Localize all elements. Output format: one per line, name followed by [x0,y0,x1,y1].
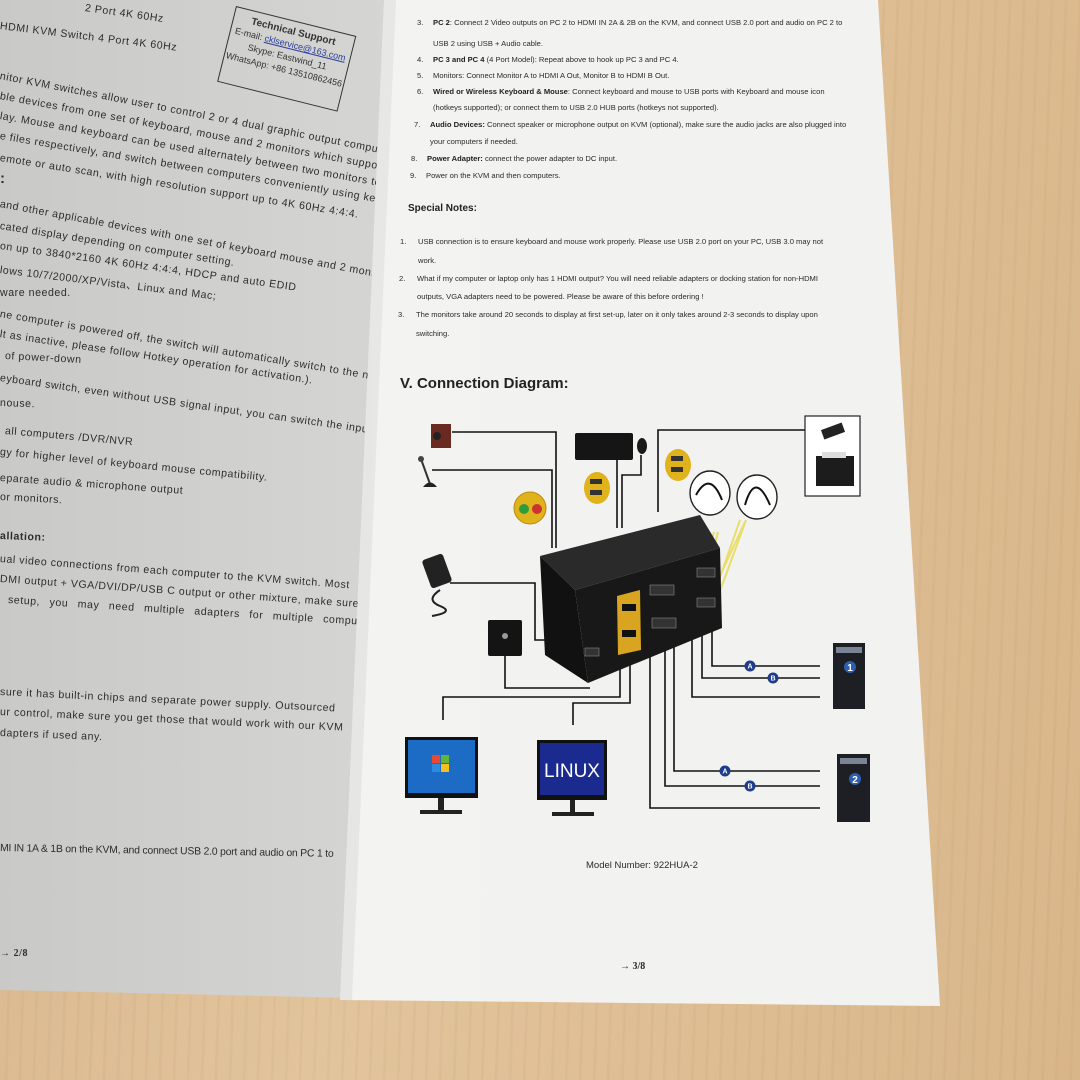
pc-1-tower: 1 [833,643,865,709]
cable-a-label: A [747,664,752,671]
pc1-cable-a [711,630,820,667]
hdmi-cable-icon [736,474,778,520]
step-label: PC 2 [433,18,450,27]
connection-diagram-heading: V. Connection Diagram: [400,375,569,392]
remote-cable [504,655,590,689]
cable-a-label: A [722,769,727,776]
cable-a-badge [744,660,756,672]
usb-audio-cable-icon [689,470,731,516]
mouse-cable [621,455,642,528]
cable-a-badge [719,765,731,777]
special-notes-heading: Special Notes: [408,203,477,214]
text-line: dapters if used any. [0,727,103,744]
speaker-cone [433,432,441,440]
microphone-icon [418,456,437,487]
pc2-usb-audio-cable [649,645,820,809]
printer-icon [816,456,854,486]
step-number: 6. [417,87,424,96]
mouse-icon [637,438,647,454]
text-line: 2 Port 4K 60Hz [84,2,165,26]
pc2-cable-a [673,640,820,772]
monitor-b-cable [572,665,631,725]
cable-b-badge [744,780,756,792]
cable-b-label: B [770,676,775,683]
step-text: (4 Port Model): Repeat above to hook up … [484,55,679,64]
pc-2-label: 2 [852,775,858,786]
step-number: 4. [417,55,424,64]
text-line: MI IN 1A & 1B on the KVM, and connect US… [0,843,334,860]
text-line: all computers /DVR/NVR [4,425,134,449]
usb-port-icon [665,449,691,481]
step-number: 3. [417,18,424,27]
text-line: HDMI KVM Switch 4 Port 4K 60Hz [0,20,178,54]
step-text: connect the power adapter to DC input. [482,154,618,163]
microphone-cable [432,469,553,548]
step-number: 9. [410,171,417,180]
note-number: 2. [399,274,406,283]
step-number: 5. [417,71,424,80]
step-number: 8. [411,154,418,163]
step-3-continued: USB 2 using USB + Audio cable. [433,39,543,48]
section-heading-fragment: allation: [0,530,46,544]
pc1-usb-audio-cable [691,635,820,698]
text-line: nouse. [0,397,36,411]
linux-label: LINUX [544,761,600,782]
page-number: → 3/8 [620,961,646,972]
step-label: Audio Devices: [430,120,485,129]
note-text: What if my computer or laptop only has 1… [417,274,818,283]
step-label: Power Adapter: [427,154,483,163]
pc2-cable-b [664,640,820,787]
pc-2-tower: 2 [837,754,870,822]
cable-b-label: B [747,784,752,791]
note-3-continued: switching. [416,329,450,338]
text-line: or monitors. [0,491,63,507]
pc-1-label: 1 [847,663,853,674]
usb-device-cable [657,429,805,512]
page-number: → 2/8 [0,948,29,959]
step-text: Connect speaker or microphone output on … [484,120,847,129]
step-number: 7. [414,120,421,129]
step-text: : Connect keyboard and mouse to USB port… [567,87,825,96]
usb-hub-port-icon [584,472,610,504]
remote-button-icon [502,633,508,639]
monitor-a-windows [405,737,478,814]
pc1-cable-b [701,632,820,679]
power-adapter-icon [422,553,452,617]
usb-devices-box [804,415,861,497]
step-label: Wired or Wireless Keyboard & Mouse [433,87,568,96]
text-line: ware needed. [0,287,71,299]
usb-flash-drive-icon [820,422,846,440]
step-text: : Connect 2 Video outputs on PC 2 to HDM… [449,18,843,27]
monitor-a-cable [442,665,621,720]
kvm-switch-illustration [540,515,722,683]
text-line: of power-down [4,350,82,367]
text-line: eyboard switch, even without USB signal … [0,372,373,437]
note-text: USB connection is to ensure keyboard and… [418,237,824,246]
step-6-continued: (hotkeys supported); or connect them to … [433,103,719,112]
note-2-continued: outputs, VGA adapters need to be powered… [417,292,704,301]
note-1-continued: work. [418,256,437,265]
step-label: PC 3 and PC 4 [433,55,485,64]
note-number: 1. [400,237,407,246]
audio-jack-icon [513,491,547,525]
monitor-b-linux: LINUX [537,740,607,816]
cable-b-badge [767,672,779,684]
step-7-continued: your computers if needed. [430,137,518,146]
section-heading-fragment: : [0,170,6,187]
technical-support-box: Technical Support E-mail: cklservice@163… [217,6,357,112]
model-number: Model Number: 922HUA-2 [586,860,698,871]
step-text: Monitors: Connect Monitor A to HDMI A Ou… [433,71,670,80]
keyboard-icon [575,433,633,460]
note-text: The monitors take around 20 seconds to d… [416,310,818,319]
speaker-cable [452,431,557,548]
note-number: 3. [398,310,405,319]
step-text: Power on the KVM and then computers. [426,171,561,180]
